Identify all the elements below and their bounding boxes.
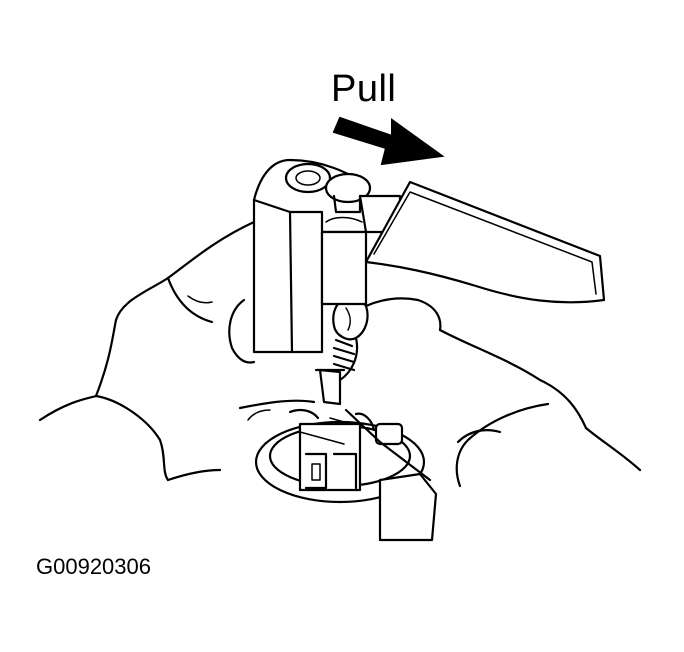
forearm-lines bbox=[166, 429, 502, 482]
cloth-strap bbox=[364, 180, 606, 304]
pump-housing-background bbox=[228, 298, 256, 364]
probe-rod bbox=[344, 408, 438, 542]
figure-code: G00920306 bbox=[36, 554, 151, 579]
pull-label: Pull bbox=[331, 68, 397, 110]
spring-wire bbox=[314, 338, 356, 406]
pull-direction-arrow-icon bbox=[332, 116, 445, 166]
left-hand bbox=[38, 220, 316, 482]
